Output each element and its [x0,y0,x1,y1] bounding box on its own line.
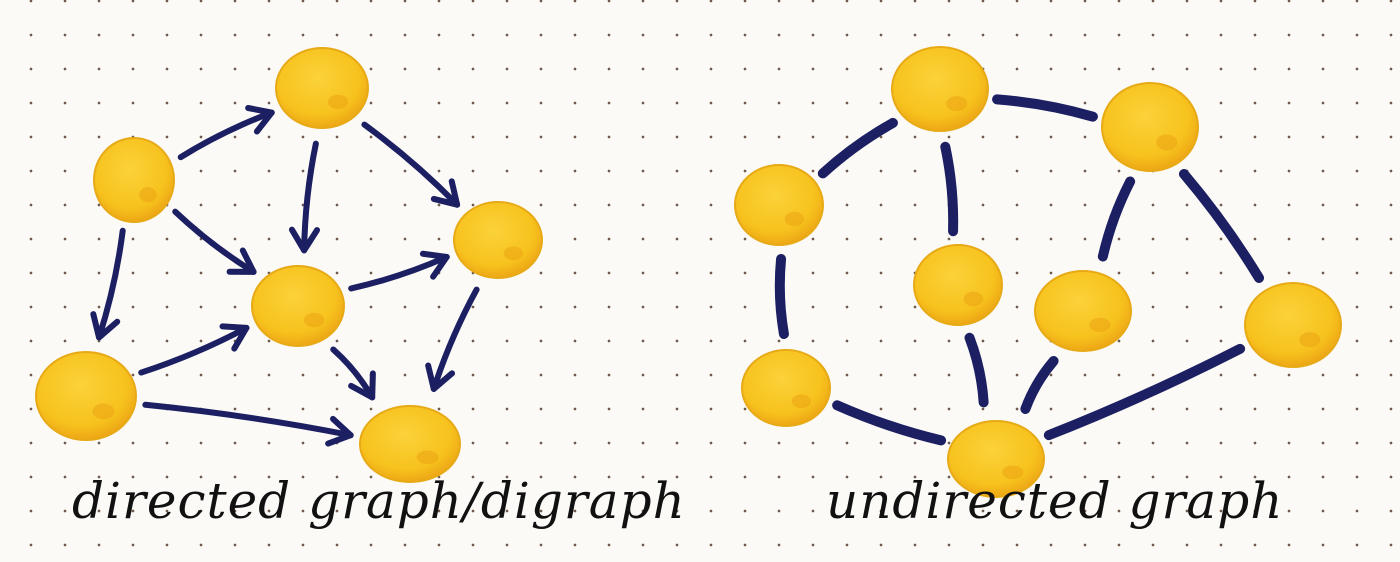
arrow-edge-a-d [172,208,257,275]
arrow-edge-d-g [330,346,376,401]
arrow-edge-d-c [348,250,450,292]
edge-q-t [1097,176,1136,262]
arrow-edge-b-d [288,140,321,254]
undirected-graph [774,94,1265,446]
arrow-edge-e-g [142,401,354,447]
edge-p-s [940,141,959,237]
arrow-edge-e-d [138,323,250,376]
edge-t-w [1020,356,1059,414]
directed-node-e [35,351,137,441]
directed-node-a [93,137,175,223]
undirected-node-v [741,349,831,427]
edge-r-v [774,253,789,340]
arrow-edge-b-c [361,121,461,208]
undirected-node-t [1034,270,1132,352]
arrow-edge-c-g [425,286,480,392]
edge-q-u [1178,169,1265,283]
edge-v-w [832,400,947,446]
node-layer [35,46,1342,498]
undirected-node-s [913,244,1003,326]
directed-node-g [359,405,461,483]
directed-node-d [251,265,345,347]
edge-s-w [964,332,989,408]
directed-graph [90,105,480,447]
arrow-edge-a-b [177,105,275,161]
undirected-node-p [891,46,989,132]
edge-p-r [817,117,898,179]
undirected-graph-caption: undirected graph [826,472,1284,530]
undirected-node-w [947,420,1045,498]
arrow-edge-a-e [90,227,126,341]
undirected-node-q [1101,82,1199,172]
edge-p-q [992,94,1098,122]
edge-u-w [1043,343,1246,441]
directed-graph-caption: directed graph/digraph [72,472,686,530]
undirected-node-u [1244,282,1342,368]
undirected-node-r [734,164,824,246]
directed-node-c [453,201,543,279]
directed-node-b [275,47,369,129]
edge-layer [90,94,1265,447]
